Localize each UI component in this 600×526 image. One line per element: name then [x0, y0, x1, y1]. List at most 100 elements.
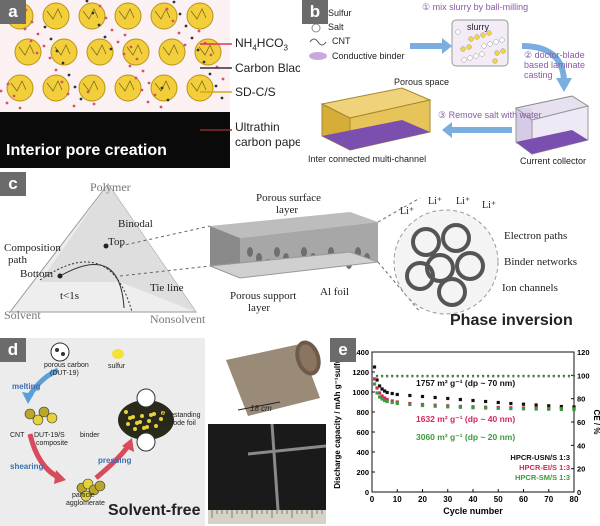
capacity-point	[458, 397, 462, 402]
sulfur-label: sulfur	[108, 363, 126, 370]
ce-point	[386, 375, 389, 378]
capacity-point	[375, 386, 379, 390]
y-tick-label: 0	[365, 488, 369, 497]
li-ion-3: Li⁺	[456, 196, 471, 207]
x-tick-label: 80	[570, 495, 579, 504]
capacity-point	[458, 405, 462, 409]
ce-point	[512, 375, 515, 378]
ce-point	[451, 375, 454, 378]
particle-label: particle	[72, 492, 95, 499]
capacity-point	[390, 391, 394, 396]
capacity-point	[375, 391, 379, 395]
sdcs-label: SD-C/S	[235, 85, 276, 99]
capacity-point	[496, 406, 500, 410]
top-label: Top	[108, 236, 125, 248]
capacity-point	[390, 400, 394, 405]
capacity-point	[420, 403, 425, 408]
capacity-point	[372, 365, 377, 369]
composite-label: composite	[36, 440, 68, 447]
series-annotation: 1632 m² g⁻¹ (dp ~ 40 nm)	[416, 414, 515, 424]
x-tick-label: 60	[519, 495, 528, 504]
support-layer-label-1: Porous support	[230, 290, 297, 302]
capacity-point	[383, 398, 387, 403]
ce-point	[441, 375, 444, 378]
legend-binder: Conductive binder	[332, 51, 405, 61]
solvent-free-title: Solvent-free	[108, 502, 201, 519]
ce-point	[381, 375, 384, 378]
photo-rolled-foil: 18 cm	[208, 338, 326, 422]
solvent-label: Solvent	[4, 308, 41, 322]
channel-label: Inter connected multi-channel	[308, 154, 427, 164]
y-tick-label: 1200	[352, 368, 369, 377]
capacity-point	[380, 394, 384, 398]
capacity-point	[534, 407, 538, 411]
interior-pore-caption: Interior pore creation	[6, 142, 167, 159]
ce-point	[482, 375, 485, 378]
ce-point	[461, 375, 464, 378]
ion-channels-label: Ion channels	[502, 282, 558, 294]
ce-point	[476, 375, 480, 378]
y-tick-label: 600	[356, 428, 369, 437]
binodal-label: Binodal	[118, 218, 153, 230]
capacity-point	[572, 405, 576, 409]
capacity-point	[380, 387, 384, 391]
ce-point	[406, 375, 409, 378]
shearing-label: shearing	[10, 462, 44, 471]
legend-cnt: CNT	[332, 36, 351, 46]
panel-c: c Polymer Binodal Top Composition path B…	[0, 172, 600, 334]
y-axis-label: Discharge capacity / mAh g⁻¹sulfur	[333, 355, 342, 489]
ce-point	[487, 375, 490, 378]
y2-tick-label: 100	[577, 371, 590, 380]
legend-salt: Salt	[328, 22, 344, 32]
legend-sulfur: Sulfur	[328, 8, 352, 18]
ce-point	[446, 375, 449, 378]
capacity-point	[395, 392, 399, 397]
x-tick-label: 10	[393, 495, 402, 504]
photo-foil-closeup	[208, 424, 326, 524]
slurry-label: slurry	[467, 22, 489, 32]
capacity-point	[385, 397, 389, 402]
capacity-point	[559, 404, 563, 409]
capacity-point	[380, 397, 384, 401]
y-tick-label: 400	[356, 448, 369, 457]
panel-a-label: a	[0, 0, 26, 24]
ce-point	[416, 375, 419, 378]
tie-line-label: Tie line	[150, 282, 184, 294]
melting-label: melting	[12, 382, 41, 391]
ce-point	[431, 375, 434, 378]
ce-point	[421, 375, 424, 378]
panel-b-illustration	[309, 8, 590, 155]
ce-point	[502, 375, 505, 378]
y-tick-label: 1000	[352, 388, 369, 397]
ce-point	[527, 375, 530, 378]
x-tick-label: 0	[370, 495, 375, 504]
porous-space-label: Porous space	[394, 77, 450, 87]
ce-point	[572, 375, 576, 378]
series-annotation: 1757 m² g⁻¹ (dp ~ 70 nm)	[416, 378, 515, 388]
y2-tick-label: 20	[577, 465, 585, 474]
carbon-black-label: Carbon Black	[235, 61, 300, 75]
legend-entry: HPCR-SM/S 1:3	[515, 473, 570, 482]
x-tick-label: 20	[418, 495, 427, 504]
x-tick-label: 40	[469, 495, 478, 504]
step-1: ① mix slurry by ball-milling	[422, 2, 529, 12]
ce-point	[401, 375, 404, 378]
ce-series	[375, 375, 576, 378]
nh4hco3-label: NH4HCO3	[235, 36, 288, 53]
capacity-point	[572, 408, 576, 412]
y2-tick-label: 40	[577, 441, 585, 450]
capacity-point	[385, 399, 389, 404]
ce-point	[537, 375, 540, 378]
panel-d-label: d	[0, 338, 26, 362]
x-tick-label: 30	[443, 495, 452, 504]
ce-point	[396, 375, 399, 378]
y-tick-label: 200	[356, 468, 369, 477]
capacity-point	[471, 398, 475, 403]
capacity-point	[375, 378, 379, 382]
capacity-point	[484, 406, 488, 410]
step-3: ③ Remove salt with water	[438, 110, 542, 120]
ce-point	[471, 375, 475, 378]
capacity-series	[372, 365, 576, 409]
x-tick-label: 70	[544, 495, 553, 504]
